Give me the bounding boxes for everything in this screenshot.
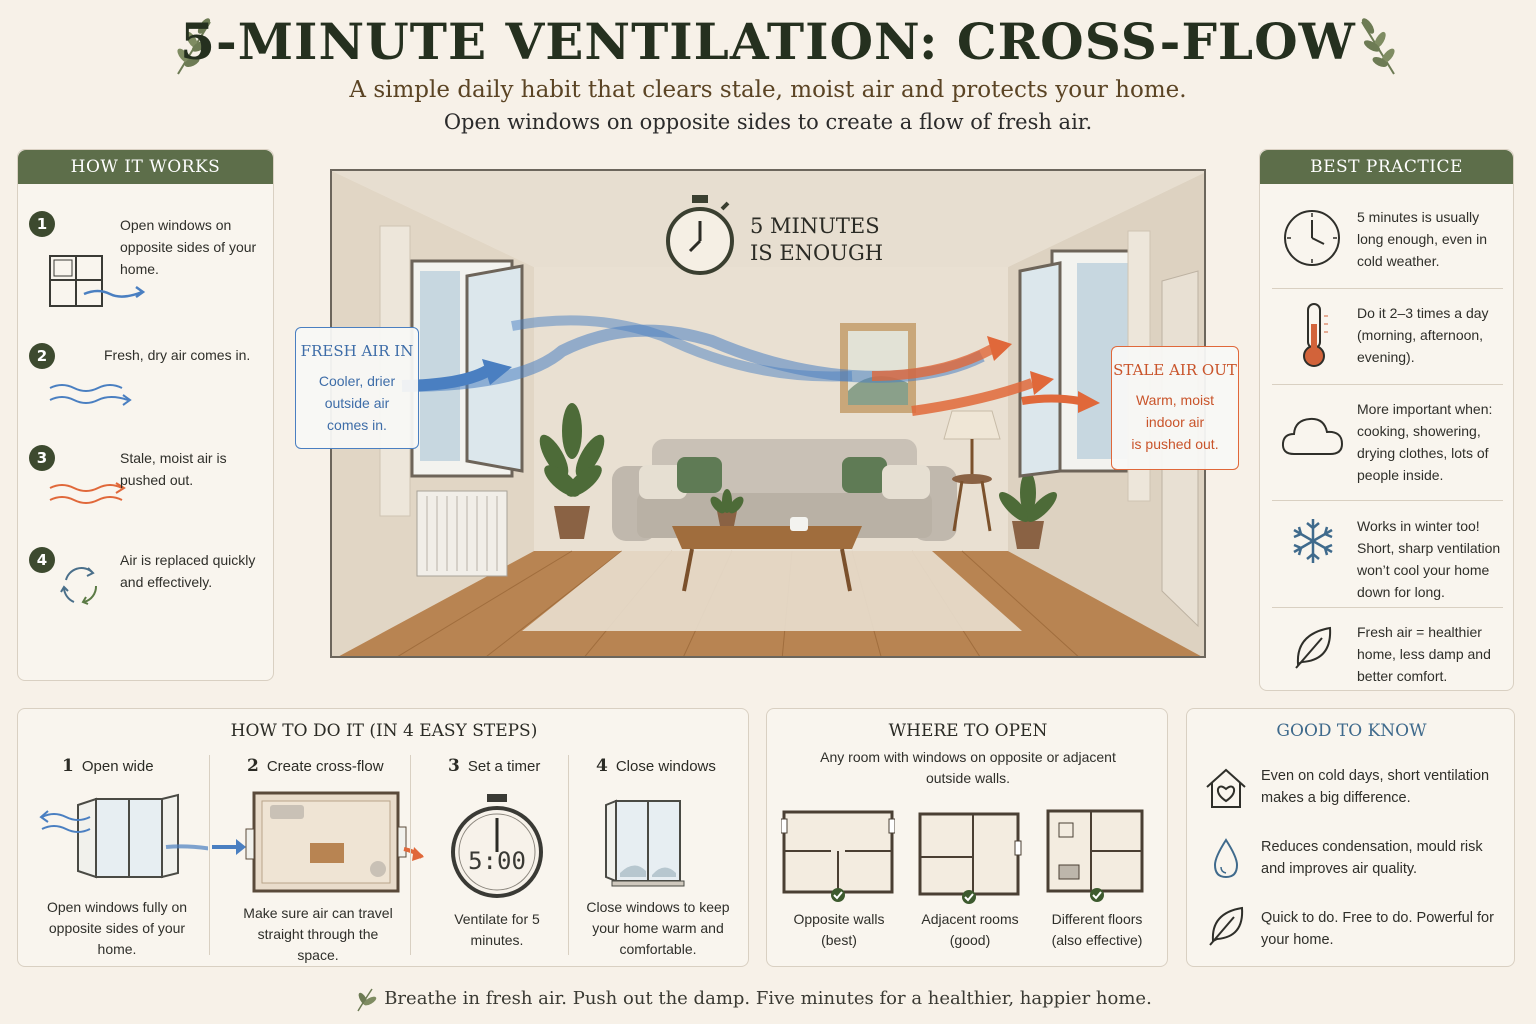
how-step-2-text: Fresh, dry air comes in. bbox=[104, 347, 251, 363]
cloud-icon bbox=[1281, 417, 1344, 455]
where-option: Opposite walls(best) bbox=[793, 911, 885, 948]
right-sprig-icon bbox=[1361, 18, 1395, 75]
page-subtitle-secondary: Open windows on opposite sides to create… bbox=[443, 110, 1093, 134]
clock-icon bbox=[1284, 210, 1340, 266]
blue-wind-icon bbox=[49, 384, 132, 406]
cross-flow-room-icon bbox=[212, 791, 424, 893]
stopwatch-icon bbox=[666, 195, 734, 275]
how-it-works-heading: HOW IT WORKS bbox=[18, 150, 273, 184]
good-to-know-panel: GOOD TO KNOW Even on cold days, short ve… bbox=[1186, 708, 1515, 967]
how-it-works-panel: HOW IT WORKS 1 Open windows on opposite … bbox=[17, 149, 274, 681]
window-icon bbox=[49, 255, 146, 307]
left-sprig-icon bbox=[177, 18, 211, 75]
where-option: Different floors(also effective) bbox=[1051, 911, 1143, 948]
house-heart-icon bbox=[1206, 768, 1246, 808]
snowflake-icon bbox=[1293, 519, 1333, 563]
step-number: 1 bbox=[29, 211, 55, 237]
floorplan-opposite-icon bbox=[781, 810, 895, 902]
timer-icon bbox=[451, 794, 543, 898]
good-to-know-item: Quick to do. Free to do. Powerful for yo… bbox=[1261, 910, 1494, 948]
best-practice-item: Do it 2–3 times a day (morning, afternoo… bbox=[1357, 305, 1489, 365]
timer-display: 5:00 bbox=[468, 847, 526, 875]
leaf-icon bbox=[1295, 626, 1332, 669]
where-intro: Any room with windows on opposite or adj… bbox=[820, 749, 1116, 786]
best-practice-item: Works in winter too! Short, sharp ventil… bbox=[1357, 518, 1501, 600]
step-number: 3 bbox=[29, 445, 55, 471]
step-caption: Make sure air can travel straight throug… bbox=[243, 905, 393, 963]
best-practice-item: Fresh air = healthier home, less damp an… bbox=[1357, 624, 1491, 684]
open-window-icon bbox=[39, 793, 208, 879]
floorplan-floors-icon bbox=[1046, 809, 1144, 902]
best-practice-item: More important when: cooking, showering,… bbox=[1357, 401, 1493, 483]
cycle-arrows-icon bbox=[60, 567, 98, 605]
how-step-3-text: Stale, moist air is pushed out. bbox=[120, 450, 227, 488]
footer-tagline: Breathe in fresh air. Push out the damp.… bbox=[384, 988, 1152, 1009]
good-to-know-item: Reduces condensation, mould risk and imp… bbox=[1261, 839, 1483, 877]
best-practice-item: 5 minutes is usually long enough, even i… bbox=[1357, 209, 1487, 269]
page-title: 5-MINUTE VENTILATION: CROSS-FLOW bbox=[180, 12, 1356, 71]
fresh-air-callout: FRESH AIR IN Cooler, drier outside air c… bbox=[295, 327, 419, 449]
step-caption: Close windows to keep your home warm and… bbox=[586, 899, 730, 957]
room-illustration: 5 MINUTES IS ENOUGH bbox=[330, 169, 1206, 658]
where-heading: WHERE TO OPEN bbox=[888, 721, 1048, 741]
step-caption: Open windows fully on opposite sides of … bbox=[46, 899, 188, 957]
where-option: Adjacent rooms(good) bbox=[921, 911, 1019, 948]
closed-window-icon bbox=[605, 799, 685, 887]
how-to-heading: HOW TO DO IT (IN 4 EASY STEPS) bbox=[230, 721, 538, 741]
step-number: 4 bbox=[29, 547, 55, 573]
thermometer-icon bbox=[1303, 303, 1328, 367]
page-subtitle: A simple daily habit that clears stale, … bbox=[349, 77, 1187, 103]
good-to-know-item: Even on cold days, short ventilation mak… bbox=[1261, 768, 1490, 806]
where-to-open-panel: WHERE TO OPEN Any room with windows on o… bbox=[766, 708, 1168, 967]
step-caption: Ventilate for 5 minutes. bbox=[454, 911, 540, 948]
best-practice-panel: BEST PRACTICE 5 minutes is usually long … bbox=[1259, 149, 1514, 691]
timer-label: 5 MINUTES IS ENOUGH bbox=[750, 214, 884, 265]
stale-air-callout: STALE AIR OUT Warm, moist indoor air is … bbox=[1111, 346, 1239, 470]
floorplan-adjacent-icon bbox=[918, 812, 1022, 904]
good-to-know-heading: GOOD TO KNOW bbox=[1276, 721, 1427, 741]
how-step-4-text: Air is replaced quickly and effectively. bbox=[120, 552, 256, 590]
best-practice-heading: BEST PRACTICE bbox=[1260, 150, 1513, 184]
leaf-icon bbox=[1209, 906, 1244, 946]
footer-sprig-icon bbox=[357, 988, 377, 1012]
water-drop-icon bbox=[1213, 838, 1239, 879]
step-number: 2 bbox=[29, 343, 55, 369]
orange-wind-icon bbox=[49, 482, 126, 504]
how-step-1-text: Open windows on opposite sides of your h… bbox=[120, 217, 257, 277]
